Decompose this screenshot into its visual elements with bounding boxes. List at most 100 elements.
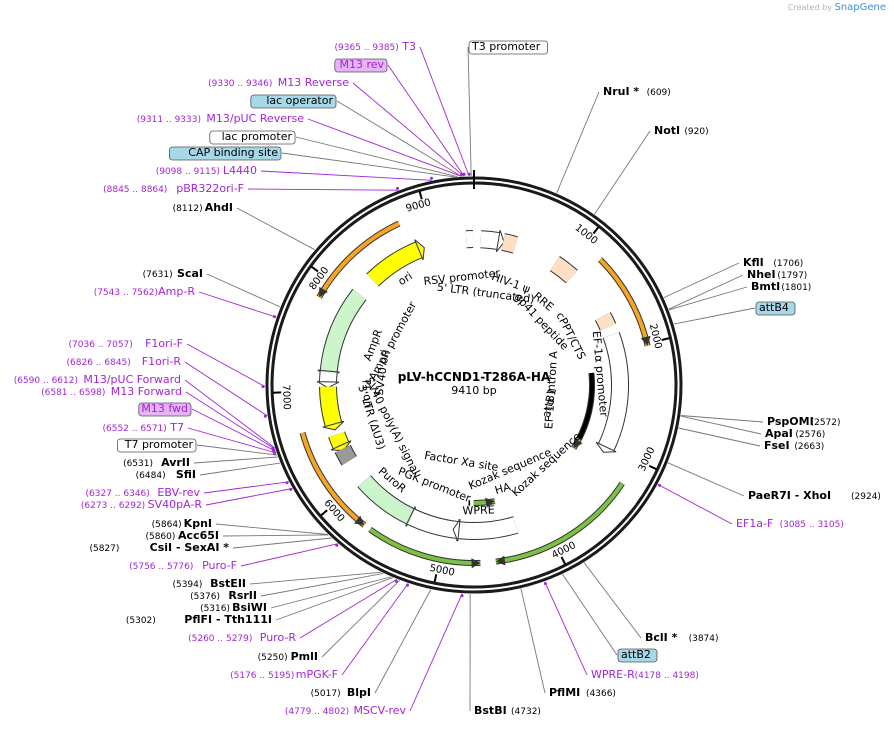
site-label[interactable]: ApaI(2576) [765, 427, 825, 440]
site-name: M13/pUC Forward [83, 373, 181, 386]
site-label[interactable]: BmtI(1801) [751, 280, 811, 293]
orf-arc [317, 221, 400, 299]
site-label[interactable]: BlpI (5017) [311, 686, 371, 699]
site-label[interactable]: FseI(2663) [764, 439, 824, 452]
site-label[interactable]: lac promoter [209, 130, 296, 145]
orf-arrowhead [573, 437, 583, 449]
site-label[interactable]: Puro-F(5756 .. 5776) [129, 559, 237, 572]
site-label[interactable]: RsrII(5376) [190, 589, 257, 602]
site-label[interactable]: T7 promoter [117, 438, 197, 453]
site-coord: (5017) [311, 689, 341, 699]
site-label[interactable]: CAP binding site [168, 146, 282, 161]
site-label[interactable]: NotI(920) [654, 124, 709, 137]
plasmid-backbone [265, 170, 683, 594]
site-label[interactable]: BsiWI(5316) [200, 601, 267, 614]
site-label[interactable]: NheI(1797) [747, 268, 807, 281]
leader-line [556, 91, 600, 194]
site-label[interactable]: CsiI - SexAI *(5827) [89, 541, 229, 554]
site-name: NheI [747, 268, 776, 281]
leader-line [583, 562, 642, 639]
leader-line [232, 537, 332, 549]
site-label[interactable]: AvrII(6531) [123, 456, 190, 469]
feature-arc-ampr-promoter [320, 371, 337, 383]
site-label[interactable]: SV40pA-R(6273 .. 6292) [81, 498, 202, 511]
site-label[interactable]: M13 fwd [138, 402, 192, 417]
leader-line [594, 130, 651, 215]
site-label[interactable]: PflFI - Tth111I(5302) [126, 613, 272, 626]
site-label[interactable]: MSCV-rev(4779 .. 4802) [285, 704, 407, 717]
site-coord: (9098 .. 9115) [156, 167, 220, 177]
site-coord: (1801) [781, 283, 811, 293]
site-label[interactable]: PspOMI(2572) [767, 415, 841, 428]
site-label[interactable]: T7(6552 .. 6571) [103, 421, 184, 434]
site-label[interactable]: NruI *(609) [603, 85, 671, 98]
leader-line [184, 379, 275, 449]
site-label[interactable]: T3(9365 .. 9385) [335, 40, 416, 53]
site-label[interactable]: attB4 [755, 301, 796, 316]
site-label-box [755, 301, 796, 316]
site-label[interactable]: L4440(9098 .. 9115) [156, 164, 257, 177]
site-label[interactable]: pBR322ori-F(8845 .. 8864) [103, 182, 244, 195]
feature-arrowhead [495, 230, 505, 253]
site-label[interactable]: KpnI(5864) [152, 517, 212, 530]
site-label[interactable]: Puro-R(5260 .. 5279) [188, 631, 296, 644]
site-label[interactable]: SfiI(6484) [136, 468, 196, 481]
site-name: M13 fwd [141, 402, 188, 415]
leader-line [206, 273, 281, 308]
site-label[interactable]: M13 Forward(6581 .. 6598) [41, 385, 182, 398]
site-name: F1ori-F [145, 337, 183, 350]
site-name: M13 Reverse [278, 76, 349, 89]
site-coord: (5302) [126, 616, 156, 626]
site-label[interactable]: attB2 [617, 648, 658, 663]
site-name: T7 [169, 421, 184, 434]
site-label[interactable]: BstBI(4732) [474, 704, 541, 717]
feature-label: SV40 ori [373, 349, 392, 397]
feature-label: EF-1α intron A [542, 350, 560, 429]
orf-arrowhead [354, 515, 365, 526]
site-label[interactable]: M13 rev [334, 58, 388, 73]
snapgene-watermark: Created by SnapGene [788, 2, 886, 13]
site-name: mPGK-F [296, 668, 338, 681]
site-label[interactable]: EF1a-F(3085 .. 3105) [736, 517, 844, 530]
site-label[interactable]: Acc65I(5860) [145, 529, 219, 542]
site-label-box [138, 402, 192, 417]
site-label[interactable]: T3 promoter [468, 40, 548, 55]
site-label[interactable]: ScaI(7631) [143, 267, 203, 280]
primer-mark [263, 414, 267, 418]
site-coord: (5250) [258, 653, 288, 663]
leader-line [191, 408, 277, 452]
site-label[interactable]: F1ori-R(6826 .. 6845) [67, 355, 182, 368]
leader-line [215, 523, 328, 535]
site-name: BstEII [210, 577, 246, 590]
site-label[interactable]: PflMI(4366) [549, 686, 616, 699]
site-label[interactable]: lac operator [250, 94, 337, 109]
leader-line [270, 576, 392, 609]
feature-arc-wpre [458, 517, 519, 539]
site-coord: (5827) [89, 544, 119, 554]
site-label[interactable]: Amp-R(7543 .. 7562) [94, 285, 196, 298]
site-label[interactable]: KflI(1706) [743, 256, 803, 269]
site-label[interactable]: AhdI(8112) [173, 201, 233, 214]
site-name: BlpI [347, 686, 371, 699]
site-label[interactable]: PmlI(5250) [258, 650, 318, 663]
site-coord: (5316) [200, 604, 230, 614]
site-label[interactable]: M13/pUC Reverse(9311 .. 9333) [137, 112, 305, 125]
orf-arrowhead [485, 497, 495, 508]
site-label[interactable]: WPRE-R(4178 .. 4198) [591, 668, 699, 681]
primer-mark [289, 487, 293, 491]
site-label[interactable]: M13 Reverse(9330 .. 9346) [208, 76, 349, 89]
site-coord: (6484) [136, 471, 166, 481]
site-label[interactable]: EBV-rev(6327 .. 6346) [86, 486, 201, 499]
site-label[interactable]: PaeR7I - XhoI(2924) [748, 489, 881, 502]
tick-label: 7000 [280, 384, 292, 410]
site-name: M13/pUC Reverse [206, 112, 304, 125]
site-label[interactable]: BclI *(3874) [645, 631, 719, 644]
site-label[interactable]: BstEII(5394) [172, 577, 246, 590]
site-label[interactable]: mPGK-F(5176 .. 5195) [230, 668, 338, 681]
site-label[interactable]: M13/pUC Forward(6590 .. 6612) [14, 373, 181, 386]
site-label[interactable]: F1ori-F(7036 .. 7057) [69, 337, 183, 350]
tick-mark [648, 464, 657, 471]
site-coord: (1797) [777, 271, 807, 281]
